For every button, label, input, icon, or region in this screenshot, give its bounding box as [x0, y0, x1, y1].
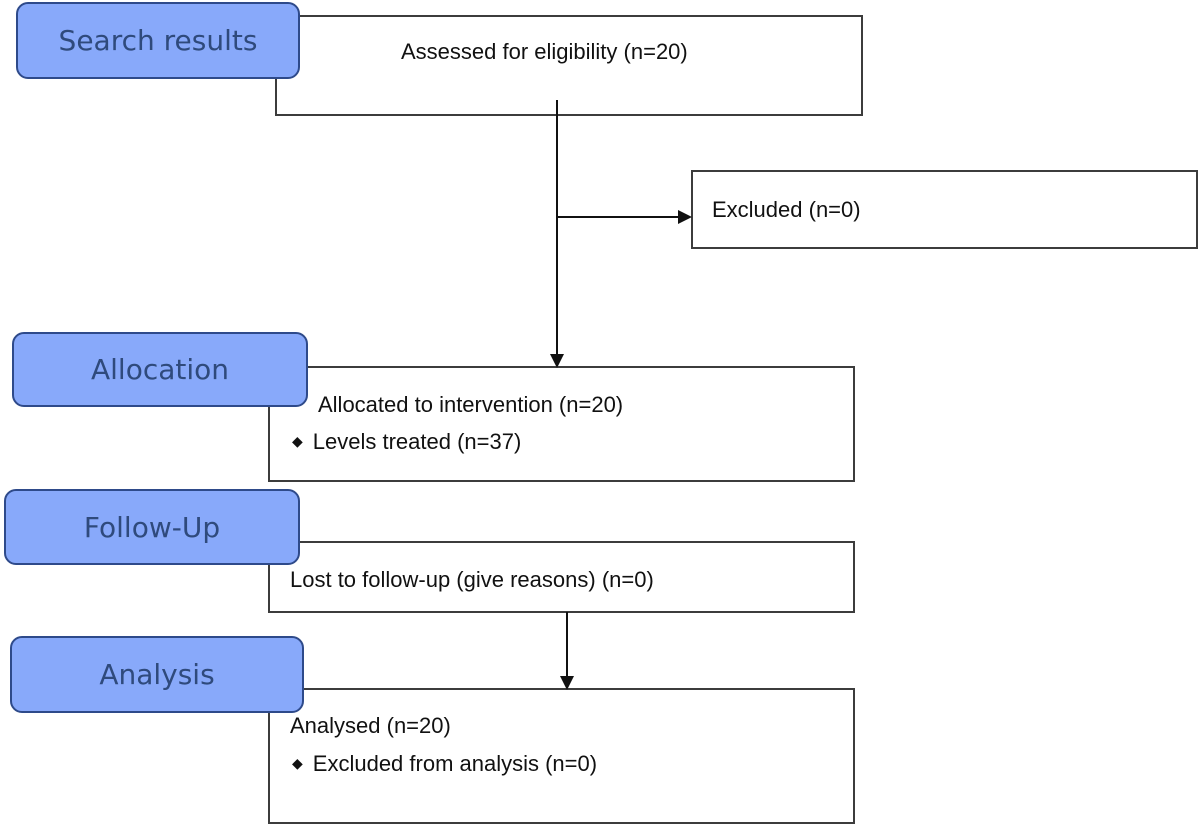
- bullet-icon: ◆: [292, 755, 303, 771]
- stage-follow-up: Follow-Up: [4, 489, 300, 565]
- assessed-box: Assessed for eligibility (n=20): [275, 15, 863, 116]
- stage-search-results: Search results: [16, 2, 300, 79]
- excluded-analysis-text: Excluded from analysis (n=0): [312, 751, 598, 776]
- excluded-text: Excluded (n=0): [712, 197, 861, 222]
- levels-treated-item: ◆ Levels treated (n=37): [292, 429, 521, 455]
- allocated-box: Allocated to intervention (n=20) ◆ Levels…: [268, 366, 855, 482]
- lost-followup-box: Lost to follow-up (give reasons) (n=0): [268, 541, 855, 613]
- excluded-analysis-item: ◆ Excluded from analysis (n=0): [292, 751, 597, 777]
- excluded-box: Excluded (n=0): [691, 170, 1198, 249]
- assessed-text: Assessed for eligibility (n=20): [401, 39, 688, 64]
- allocated-text: Allocated to intervention (n=20): [318, 392, 624, 417]
- levels-treated-text: Levels treated (n=37): [312, 429, 522, 454]
- lost-followup-text: Lost to follow-up (give reasons) (n=0): [290, 567, 654, 592]
- bullet-icon: ◆: [292, 433, 303, 449]
- analysed-text: Analysed (n=20): [290, 713, 451, 738]
- stage-allocation: Allocation: [12, 332, 308, 407]
- stage-analysis: Analysis: [10, 636, 304, 713]
